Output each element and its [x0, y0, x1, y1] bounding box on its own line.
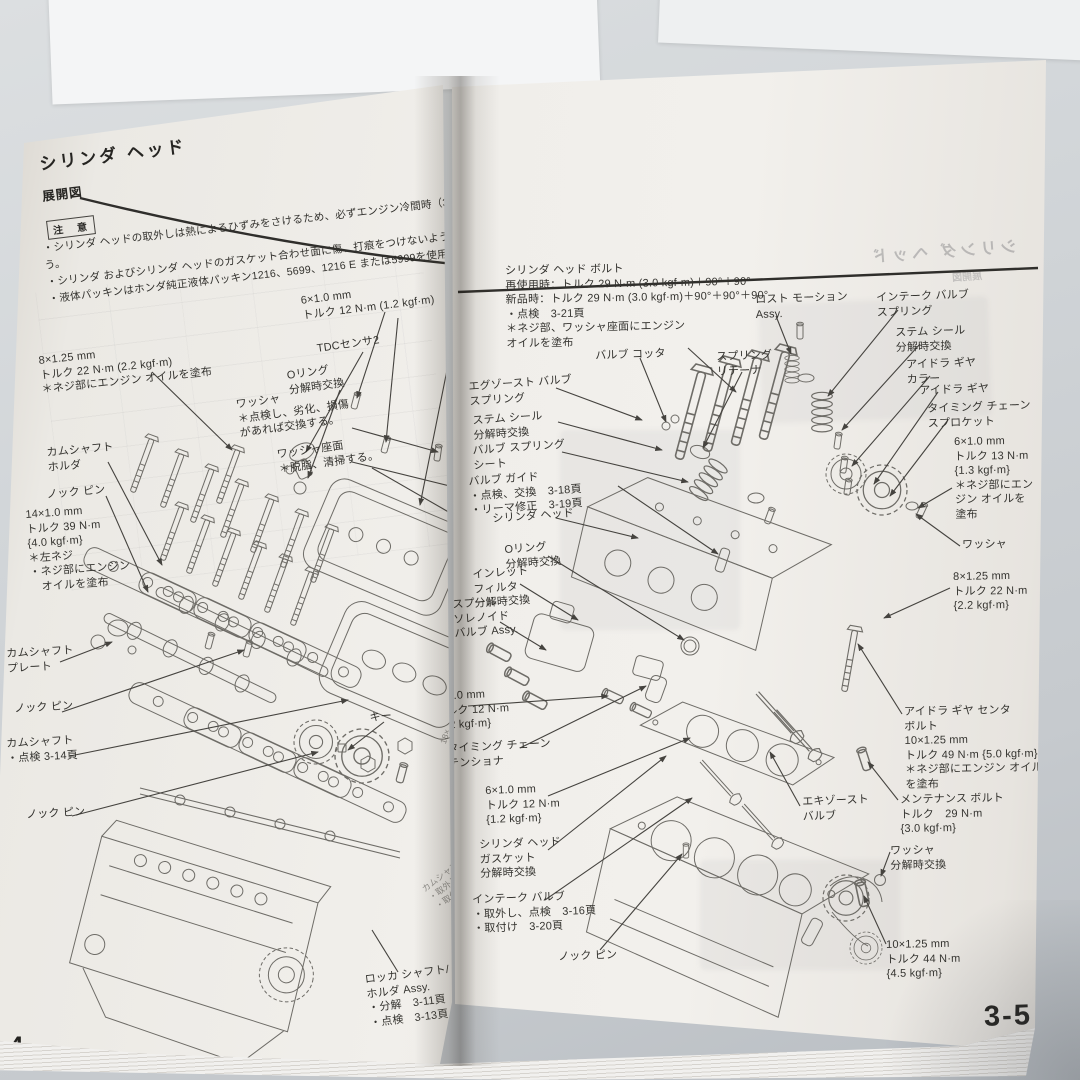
label-rocker_assy: ロッカ シャフト/ホルダ Assy.・分解 3-11頁・点検 3-13頁	[364, 963, 452, 1031]
label-line: 10×1.25 mm	[886, 937, 950, 951]
engine-block-sketch	[585, 745, 886, 1018]
label-spring_retainer: スプリングリテーナ	[716, 348, 773, 379]
label-line: トルク 44 N·m	[886, 952, 961, 966]
rocker-shaft-sketch	[139, 787, 401, 859]
label-chain_tensioner: タイミング チェーンテンショナ	[452, 737, 552, 771]
label-intake_valve_spring: インテーク バルブスプリング	[876, 288, 970, 320]
label-line: を塗布	[905, 777, 940, 791]
label-line: {4.5 kgf·m}	[886, 967, 943, 981]
label-valve_cotter: バルブ コッタ	[595, 347, 666, 364]
label-line: エキゾースト	[802, 793, 870, 808]
label-line: シリンダ ヘッド	[479, 836, 562, 851]
label-line: 分解時交換	[480, 866, 537, 881]
label-line: トルク 13 N·m	[954, 449, 1029, 463]
label-line: {1.2 kgf·m}	[486, 812, 542, 827]
valves-sketch	[695, 687, 825, 852]
label-line: ステム シール	[895, 324, 966, 339]
label-line: 塗布	[955, 508, 978, 521]
label-line: バルブ	[802, 809, 837, 823]
label-line: ＊ネジ部にエン	[954, 478, 1034, 492]
label-line: メンテナンス ボルト	[900, 792, 1005, 806]
label-line: 8×1.25 mm	[953, 570, 1011, 583]
label-knock_pin_c: ノック ピン	[26, 805, 86, 823]
assembled-head-sketch	[68, 819, 332, 1064]
label-line: ジン オイルを	[955, 492, 1026, 507]
label-stem_seal_b: ステム シール分解時交換	[472, 409, 544, 443]
label-line: リテーナ	[716, 363, 762, 378]
label-line: {2.2 kgf·m}	[953, 599, 1010, 613]
label-line: ワッシャ	[962, 538, 1008, 551]
solenoid-valve-sketch	[484, 600, 668, 720]
cam-sprockets-sketch	[293, 719, 413, 785]
section-rule	[79, 196, 452, 270]
label-line: 分解時交換	[895, 339, 952, 354]
label-idler_gear: アイドラ ギヤ	[919, 382, 989, 399]
label-line: 6×1.0 mm	[954, 435, 1006, 448]
label-exhaust_valve: エキゾーストバルブ	[802, 793, 870, 824]
label-line: バルブ コッタ	[595, 347, 666, 362]
label-line: {1.3 kgf·m}	[954, 464, 1011, 478]
lost-motion-and-spring-sketch	[784, 321, 853, 496]
label-cam_plate: カムシャフトプレート	[6, 643, 75, 676]
label-line: スプリング	[716, 349, 773, 363]
label-head_bolt: シリンダ ヘッド ボルト再使用時：トルク 29 N·m (3.0 kgf·m)＋…	[505, 259, 769, 351]
cylinder-head-sketch	[570, 477, 833, 656]
label-cam_holder: カムシャフトホルダ	[46, 440, 115, 475]
label-intake_valve: インテーク バルブ・取外し、点検 3-16頁・取付け 3-20頁	[472, 889, 597, 937]
valve-cover-sketch	[302, 443, 452, 740]
label-line: ノック ピン	[558, 948, 618, 963]
label-line: ワッシャ	[890, 844, 936, 857]
label-line: ＊ネジ部にエンジン オイル	[905, 761, 1043, 777]
label-line: キー	[369, 710, 393, 724]
label-chain_sprocket: タイミング チェーンスプロケット	[927, 398, 1031, 431]
label-stem_seal_a: ステム シール分解時交換	[895, 324, 966, 355]
camshafts-sketch	[90, 581, 332, 709]
right-leader-arrows	[467, 309, 961, 951]
loose-paper-sheet-top-right	[658, 0, 1080, 62]
label-line: ノック ピン	[26, 805, 86, 821]
label-head_gasket: シリンダ ヘッドガスケット分解時交換	[479, 835, 562, 881]
label-washer_a: ワッシャ	[962, 537, 1007, 552]
head-gasket-sketch	[639, 701, 836, 786]
page-number-right: 3-5	[983, 999, 1033, 1033]
label-line: 分解時交換	[890, 858, 947, 872]
label-line: ノック ピン	[14, 699, 74, 715]
label-camshaft: カムシャフト・点検 3-14頁	[6, 733, 78, 766]
label-line: {3.0 kgf·m}	[900, 822, 957, 836]
label-key: キー	[369, 709, 393, 725]
show-through-blob	[700, 860, 900, 970]
label-line: アイドラ ギヤ	[906, 356, 977, 371]
label-washer_b: ワッシャ分解時交換	[890, 843, 946, 873]
tdc-sensor-sketch	[285, 391, 392, 495]
label-solenoid_assy: スプールソレノイドバルブ Assy.	[452, 594, 519, 642]
label-line: アイドラ ギヤ	[919, 382, 990, 397]
valve-train-sketch	[661, 414, 777, 573]
label-line: トルク 22 N·m	[953, 584, 1028, 598]
label-maintenance_bolt: メンテナンス ボルトトルク 29 N·m{3.0 kgf·m}	[900, 791, 1005, 836]
label-line: トルク 12 N·m	[485, 796, 561, 812]
label-knock_pin_b: ノック ピン	[14, 699, 74, 717]
idler-gear-sketch	[825, 453, 929, 694]
label-knock_pin_d: ノック ピン	[558, 948, 618, 965]
section-rule-right	[457, 266, 1039, 294]
